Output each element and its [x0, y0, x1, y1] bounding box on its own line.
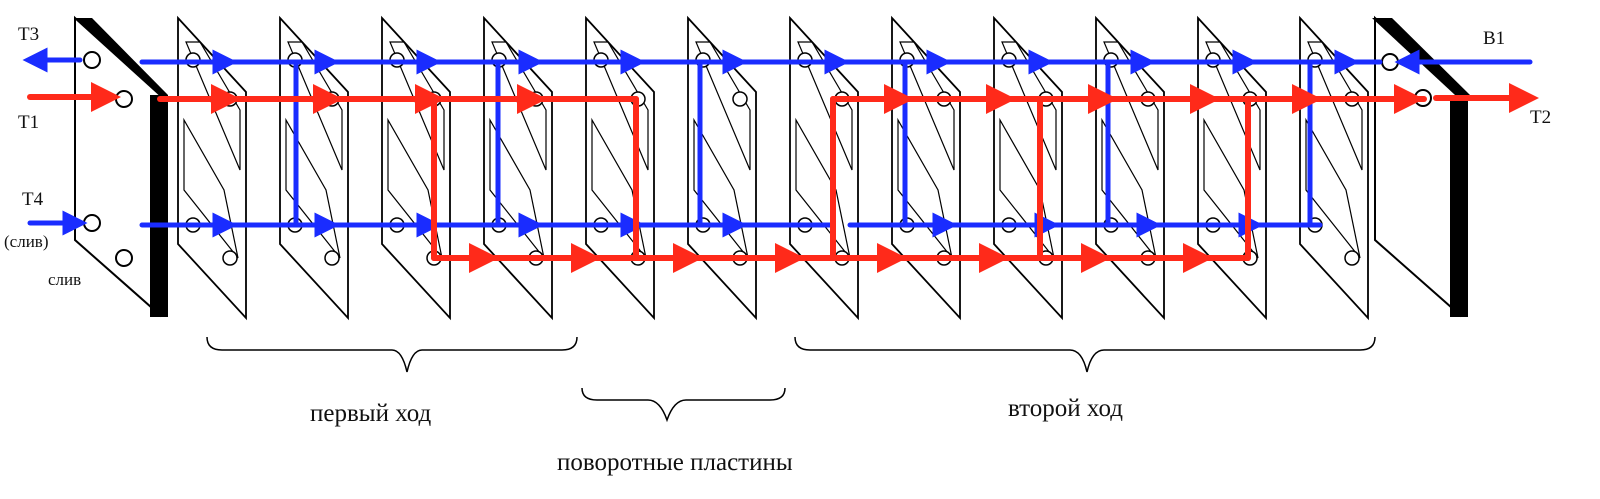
port-t3-hole [83, 51, 101, 69]
group-label-second-pass: второй ход [1008, 395, 1123, 422]
port-b1-hole [1381, 53, 1399, 71]
port-label-t4: T4 [22, 189, 44, 210]
drain-hole [115, 249, 133, 267]
drain-label: слив [48, 270, 82, 289]
brace-first-pass [206, 336, 578, 373]
port-label-t4-note: (слив) [4, 232, 49, 251]
brace-second-pass [794, 336, 1376, 373]
port-label-t1: T1 [18, 112, 40, 133]
port-t4-hole [83, 214, 101, 232]
brace-turn-plates [581, 387, 786, 423]
port-t1-hole [115, 90, 133, 108]
group-label-turn-plates: поворотные пластины [557, 449, 793, 476]
port-label-t3: T3 [18, 24, 40, 45]
port-label-t2: T2 [1530, 107, 1552, 128]
plate-7 [789, 15, 859, 321]
flow-paths [22, 47, 1539, 273]
group-label-first-pass: первый ход [310, 400, 432, 427]
port-label-b1: B1 [1483, 28, 1506, 49]
